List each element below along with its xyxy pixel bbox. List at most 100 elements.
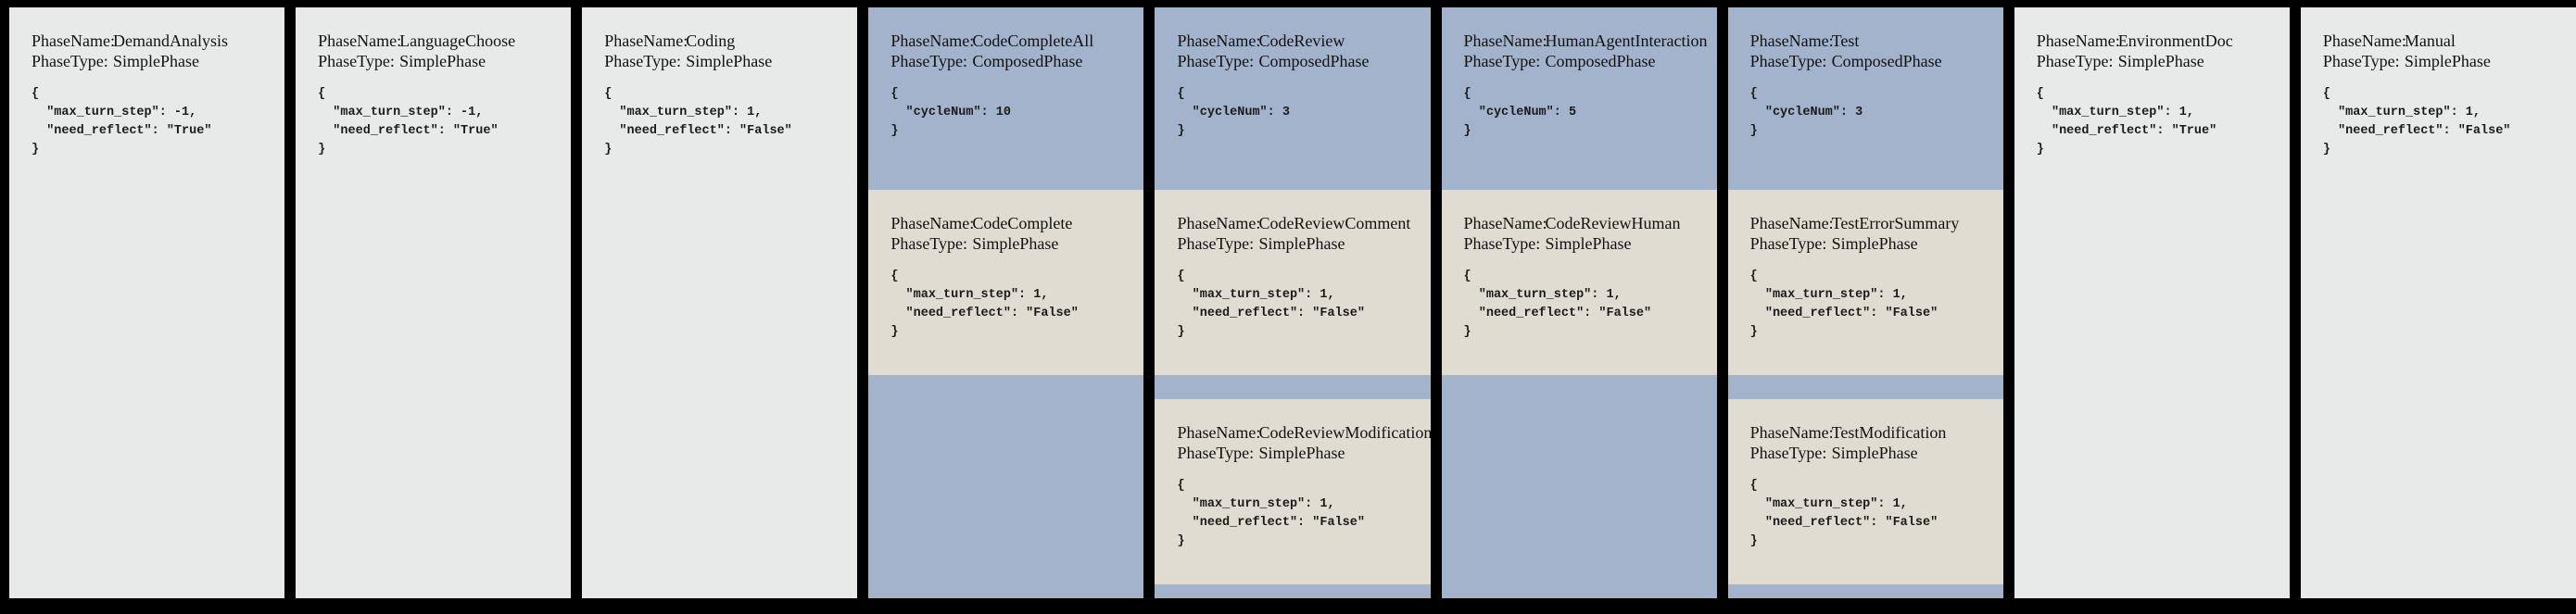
phase-type-label: PhaseType: [1463, 234, 1541, 253]
phase-name-value: CodeReview [1258, 31, 1345, 50]
phase-type-label: PhaseType: [1177, 52, 1255, 70]
phase-config-code: { "max_turn_step": 1, "need_reflect": "F… [1750, 268, 1989, 342]
phase-meta-row: PhaseName:CodeReviewHuman [1464, 213, 1702, 233]
phase-type-label: PhaseType: [1749, 444, 1827, 462]
phase-name-value: CodeComplete [972, 214, 1073, 232]
config-line: "need_reflect": "False" [604, 124, 792, 138]
config-line: "need_reflect": "True" [2036, 124, 2217, 138]
phase-name-label: PhaseName: [890, 214, 975, 232]
phase-meta-row: PhaseType:ComposedPhase [1464, 51, 1702, 71]
config-line: } [890, 325, 899, 339]
phase-type-value: SimplePhase [2404, 52, 2491, 70]
phase-meta-row: PhaseType:SimplePhase [2323, 51, 2561, 71]
phase-config-code: { "max_turn_step": -1, "need_reflect": "… [32, 85, 270, 159]
phase-config-code: { "max_turn_step": 1, "need_reflect": "F… [1750, 477, 1989, 551]
config-line: "need_reflect": "False" [890, 307, 1079, 320]
config-line: "need_reflect": "False" [2322, 124, 2511, 138]
phase-config-code: { "cycleNum": 3} [1750, 85, 1989, 141]
phase-config-code: { "cycleNum": 3} [1177, 85, 1415, 141]
config-line: { [1177, 479, 1185, 493]
phase-name-label: PhaseName: [1749, 31, 1834, 50]
phase-meta-row: PhaseType:SimplePhase [32, 51, 270, 71]
phase-type-label: PhaseType: [2036, 52, 2114, 70]
phase-name-label: PhaseName: [1463, 31, 1547, 50]
phase-config-code: { "cycleNum": 10} [890, 85, 1129, 141]
phase-meta-row: PhaseType:SimplePhase [1177, 443, 1415, 463]
config-line: "need_reflect": "False" [1749, 307, 1938, 320]
phase-type-label: PhaseType: [604, 52, 681, 70]
phase-name-label: PhaseName: [1177, 423, 1261, 442]
phase-type-value: SimplePhase [399, 52, 486, 70]
phase-type-value: SimplePhase [972, 234, 1059, 253]
phase-name-label: PhaseName: [604, 31, 688, 50]
config-line: } [1463, 124, 1471, 138]
phase-config-code: { "cycleNum": 5} [1464, 85, 1702, 141]
phase-meta-row: PhaseName:CodeCompleteAll [890, 31, 1129, 51]
phase-meta-row: PhaseName:TestErrorSummary [1750, 213, 1989, 233]
config-line: } [1177, 325, 1185, 339]
config-line: "need_reflect": "True" [32, 124, 212, 138]
config-line: { [32, 87, 40, 101]
phase-name-value: EnvironmentDoc [2117, 31, 2233, 50]
phase-type-label: PhaseType: [890, 234, 968, 253]
config-line: } [2322, 143, 2330, 157]
phase-config-code: { "max_turn_step": 1, "need_reflect": "F… [890, 268, 1129, 342]
phase-name-label: PhaseName: [32, 31, 115, 50]
phase-name-value: DemandAnalysis [113, 31, 228, 50]
phase-type-label: PhaseType: [318, 52, 395, 70]
phase-meta-row: PhaseType:ComposedPhase [890, 51, 1129, 71]
phase-meta-row: PhaseName:Manual [2323, 31, 2561, 51]
phase-meta-row: PhaseName:HumanAgentInteraction [1463, 31, 1708, 51]
phase-type-label: PhaseType: [1749, 234, 1827, 253]
config-line: "need_reflect": "False" [1177, 307, 1365, 320]
phase-meta-row: PhaseType:ComposedPhase [1750, 51, 1989, 71]
config-line: "cycleNum": 3 [1749, 106, 1863, 119]
phase-meta-row: PhaseType:ComposedPhase [1177, 51, 1415, 71]
phase-meta-row: PhaseType:SimplePhase [2037, 51, 2275, 71]
phase-type-value: ComposedPhase [972, 52, 1083, 70]
config-line: { [318, 87, 326, 101]
phase-name-value: LanguageChoose [399, 31, 516, 50]
config-line: "max_turn_step": -1, [318, 106, 484, 119]
phase-name-label: PhaseName: [1749, 214, 1834, 232]
phase-name-value: CodeReviewModification [1258, 423, 1431, 442]
phase-meta-row: PhaseName:Test [1750, 31, 1989, 51]
phase-meta-row: PhaseType:SimplePhase [890, 233, 1129, 254]
phase-config-code: { "max_turn_step": 1, "need_reflect": "F… [1177, 477, 1415, 551]
phase-name-value: CodeReviewHuman [1545, 214, 1681, 232]
config-line: } [1749, 325, 1758, 339]
phase-type-value: ComposedPhase [1258, 52, 1370, 70]
phase-name-label: PhaseName: [2322, 31, 2406, 50]
phase-name-value: CodeCompleteAll [972, 31, 1094, 50]
phase-type-value: ComposedPhase [1545, 52, 1656, 70]
phase-name-value: CodeReviewComment [1258, 214, 1411, 232]
phase-type-label: PhaseType: [1463, 52, 1541, 70]
phase-config-code: { "max_turn_step": 1, "need_reflect": "F… [604, 85, 842, 159]
config-line: { [2322, 87, 2330, 101]
config-line: "max_turn_step": 1, [2322, 106, 2481, 119]
config-line: } [318, 143, 326, 157]
phase-name-label: PhaseName: [318, 31, 402, 50]
phase-meta-row: PhaseType:SimplePhase [1464, 233, 1702, 254]
phase-meta-row: PhaseName:Coding [604, 31, 842, 51]
phase-type-label: PhaseType: [1177, 234, 1255, 253]
config-line: { [1749, 269, 1758, 283]
config-line: { [890, 269, 899, 283]
phase-type-value: SimplePhase [113, 52, 199, 70]
